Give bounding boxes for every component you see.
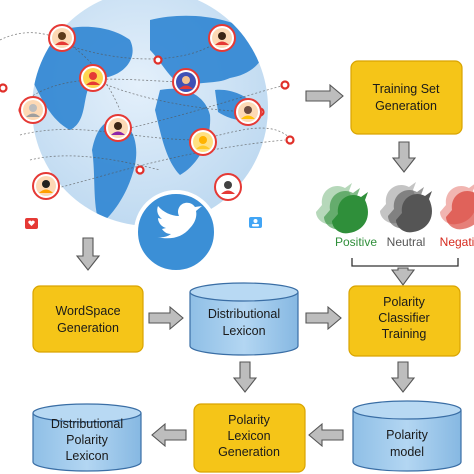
polarity-classifier-training-box: Polarity Classifier Training [348,285,461,357]
lexicon-gen-line-1: Polarity [228,413,270,427]
globe-icon [0,0,295,229]
arrow-down [391,141,417,173]
profile-icon [249,217,262,228]
neutral-label: Neutral [387,235,426,249]
arrow-right [148,305,184,331]
training-set-line-2: Generation [375,99,437,113]
dist-polarity-line-2: Polarity [66,433,108,447]
negative-label: Negati [440,235,474,249]
user-avatar-icon [19,24,262,201]
lexicon-gen-line-2: Lexicon [227,429,270,443]
training-set-line-1: Training Set [373,82,440,96]
arrow-left [308,422,344,448]
distributional-polarity-lexicon-db: Distributional Polarity Lexicon [32,403,142,472]
polarity-lexicon-generation-box: Polarity Lexicon Generation [193,403,306,473]
wordspace-line-1: WordSpace [55,304,120,318]
distributional-lexicon-db: Distributional Lexicon [189,282,299,356]
arrow-right [305,83,344,109]
bracket [351,258,459,267]
polarity-model-db: Polarity model [352,400,462,472]
classifier-line-1: Polarity [383,295,425,309]
classifier-line-3: Training [382,327,427,341]
arrow-down [390,361,416,393]
neutral-bird-icon [380,182,432,233]
lexicon-gen-line-3: Generation [218,445,280,459]
dist-lexicon-line-2: Lexicon [222,324,265,338]
arrow-left [151,422,187,448]
dist-lexicon-line-1: Distributional [208,307,280,321]
training-set-generation-box: Training Set Generation [350,60,463,135]
like-icon [25,218,38,229]
positive-bird-icon [316,183,368,234]
dist-polarity-line-3: Lexicon [65,449,108,463]
classifier-line-2: Classifier [378,311,429,325]
arrow-down [390,267,416,286]
polarity-model-line-2: model [390,445,424,459]
positive-label: Positive [335,235,377,249]
negative-bird-icon [440,184,474,230]
arrow-down [75,237,101,271]
arrow-down [232,361,258,393]
wordspace-line-2: Generation [57,321,119,335]
dist-polarity-line-1: Distributional [51,417,123,431]
arrow-right [305,305,342,331]
wordspace-generation-box: WordSpace Generation [32,285,144,353]
polarity-model-line-1: Polarity [386,428,428,442]
twitter-bird-icon [134,190,218,274]
